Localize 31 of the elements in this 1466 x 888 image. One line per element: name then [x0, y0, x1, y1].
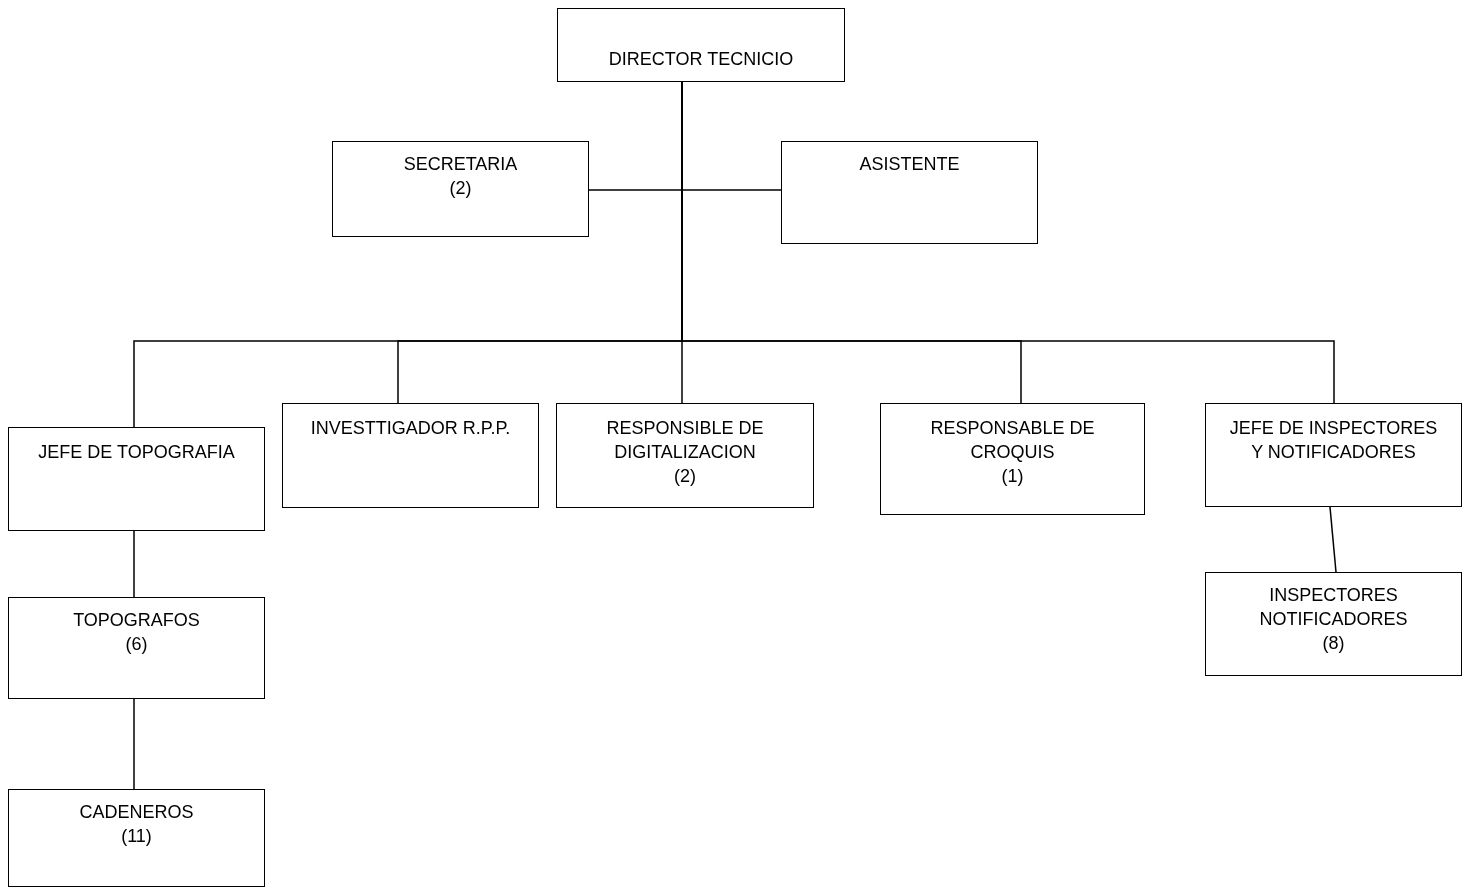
- staff-count: (8): [1321, 632, 1346, 655]
- org-box: [880, 403, 1145, 515]
- connector-line: [1329, 506, 1337, 573]
- role-title: SECRETARIA: [402, 153, 519, 176]
- org-box: [556, 403, 814, 508]
- org-box: [282, 403, 539, 508]
- org-box: [8, 597, 265, 699]
- role-title: CADENEROS: [78, 801, 195, 824]
- role-title: INVESTTIGADOR R.P.P.: [309, 417, 512, 440]
- role-title: RESPONSIBLE DE DIGITALIZACION: [605, 417, 765, 464]
- staff-count: (1): [1000, 465, 1025, 488]
- org-box: [557, 8, 845, 82]
- role-title: INSPECTORES NOTIFICADORES: [1258, 584, 1409, 631]
- org-box: [332, 141, 589, 237]
- connector-line: [133, 698, 135, 790]
- role-title: DIRECTOR TECNICIO: [607, 48, 795, 71]
- staff-count: (2): [448, 177, 473, 200]
- org-box: [8, 427, 265, 531]
- org-box: [1205, 403, 1462, 507]
- org-box: [781, 141, 1038, 244]
- connector-line: [133, 530, 135, 598]
- org-box: [8, 789, 265, 887]
- role-title: JEFE DE TOPOGRAFIA: [37, 441, 236, 464]
- role-title: TOPOGRAFOS: [72, 609, 201, 632]
- org-box: [1205, 572, 1462, 676]
- staff-count: (2): [673, 465, 697, 488]
- role-title: JEFE DE INSPECTORES Y NOTIFICADORES: [1228, 417, 1439, 464]
- role-title: RESPONSABLE DE CROQUIS: [929, 417, 1096, 464]
- staff-count: (11): [120, 825, 153, 848]
- role-title: ASISTENTE: [858, 153, 961, 176]
- staff-count: (6): [124, 633, 149, 656]
